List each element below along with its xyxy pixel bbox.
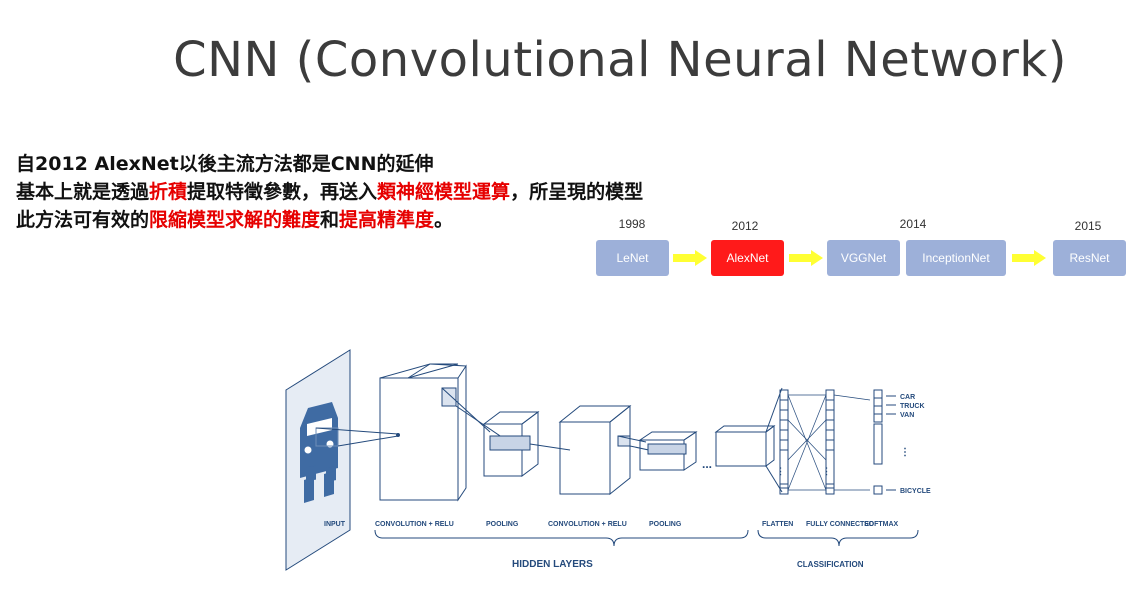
page-title: CNN (Convolutional Neural Network)	[173, 32, 1067, 88]
conv-block-1	[379, 363, 513, 502]
softmax-layer	[873, 389, 896, 495]
timeline-year-2012: 2012	[731, 219, 759, 233]
conv-block-2	[558, 404, 659, 496]
hidden-layers-brace	[374, 529, 749, 547]
description-text: 自2012 AlexNet以後主流方法都是CNN的延伸 基本上就是透過折積提取特…	[16, 150, 836, 234]
cnn-architecture-diagram: ... ⋮ ⋮ CAR TRUCK VAN ⋮ BICYCLE INPUT CO…	[285, 349, 931, 571]
stage-pooling-2: POOLING	[649, 521, 682, 528]
pooling-block-1	[482, 411, 571, 477]
stage-flatten: FLATTEN	[762, 521, 793, 528]
fc-ellipsis: ⋮	[822, 466, 831, 476]
timeline-arrow-icon	[673, 250, 707, 266]
ellipsis-label: ...	[702, 457, 712, 471]
group-classification: CLASSIFICATION	[797, 560, 864, 569]
highlight-difficulty: 限縮模型求解的難度	[149, 209, 321, 231]
timeline-year-1998: 1998	[618, 217, 646, 231]
description-line-2: 基本上就是透過折積提取特徵參數，再送入類神經模型運算，所呈現的模型	[16, 178, 836, 206]
fully-connected-layer	[825, 389, 835, 495]
stage-input: INPUT	[324, 521, 346, 528]
stage-fully-connected: FULLY CONNECTED	[806, 521, 874, 528]
output-bicycle: BICYCLE	[900, 488, 931, 495]
timeline-year-2015: 2015	[1074, 219, 1102, 233]
classification-brace	[757, 529, 919, 547]
text-segment: 此方法可有效的	[16, 209, 150, 231]
group-hidden-layers: HIDDEN LAYERS	[512, 559, 593, 570]
flatten-ellipsis: ⋮	[776, 466, 785, 476]
timeline-alexnet: AlexNet	[711, 240, 784, 276]
timeline-arrow-icon	[789, 250, 823, 266]
flatten-layer	[779, 389, 789, 495]
text-segment: 和	[320, 209, 340, 231]
text-segment: 基本上就是透過	[16, 181, 150, 203]
stage-conv-relu-1: CONVOLUTION + RELU	[375, 521, 454, 528]
text-segment: 。	[434, 209, 454, 231]
stage-pooling-1: POOLING	[486, 521, 519, 528]
dense-connections	[787, 394, 871, 491]
output-ellipsis: ⋮	[900, 447, 910, 458]
highlight-accuracy: 提高精準度	[339, 209, 435, 231]
output-truck: TRUCK	[900, 403, 925, 410]
stage-conv-relu-2: CONVOLUTION + RELU	[548, 521, 627, 528]
timeline-arrow-icon	[1012, 250, 1046, 266]
description-line-3: 此方法可有效的限縮模型求解的難度和提高精準度。	[16, 206, 836, 234]
timeline-inceptionnet: InceptionNet	[906, 240, 1006, 276]
timeline-year-2014: 2014	[899, 217, 927, 231]
text-segment: 提取特徵參數，再送入	[187, 181, 378, 203]
highlight-neural-model: 類神經模型運算	[377, 181, 511, 203]
output-van: VAN	[900, 412, 914, 419]
pooling-block-2	[638, 431, 698, 471]
highlight-convolution: 折積	[149, 181, 188, 203]
output-car: CAR	[900, 394, 915, 401]
receptive-field	[315, 427, 339, 447]
timeline-resnet: ResNet	[1053, 240, 1126, 276]
feature-map-block	[714, 387, 783, 493]
timeline-vggnet: VGGNet	[827, 240, 900, 276]
text-segment: ，所呈現的模型	[510, 181, 644, 203]
timeline-lenet: LeNet	[596, 240, 669, 276]
description-line-1: 自2012 AlexNet以後主流方法都是CNN的延伸	[16, 153, 434, 175]
stage-softmax: SOFTMAX	[864, 521, 899, 528]
